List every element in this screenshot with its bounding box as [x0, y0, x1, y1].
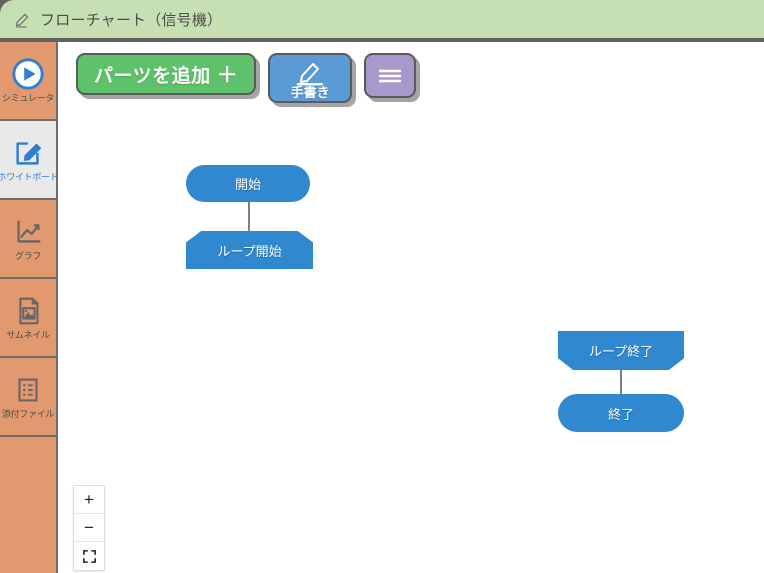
zoom-in-button[interactable]: +: [74, 486, 104, 514]
flow-node-end[interactable]: 終了: [558, 394, 684, 432]
whiteboard-canvas[interactable]: パーツを追加 ＋ 手書き: [60, 42, 764, 573]
flow-node-label: ループ開始: [217, 243, 282, 259]
play-circle-icon: [11, 57, 45, 91]
canvas-toolbar: パーツを追加 ＋ 手書き: [76, 53, 417, 103]
pencil-icon: [295, 58, 325, 86]
sidebar-item-attachments[interactable]: 添付ファイル: [0, 358, 56, 437]
edge-start-to-loopstart: [248, 202, 250, 231]
line-chart-icon: [11, 215, 45, 249]
sidebar-item-thumbnail[interactable]: サムネイル: [0, 279, 56, 358]
handwrite-label: 手書き: [290, 84, 330, 100]
sidebar-item-label: 添付ファイル: [1, 409, 55, 419]
sidebar-item-label: シミュレータ: [1, 93, 55, 103]
window-corner: [0, 0, 14, 14]
hamburger-icon: [378, 68, 402, 84]
sidebar-item-graph[interactable]: グラフ: [0, 200, 56, 279]
sidebar-item-label: サムネイル: [6, 330, 50, 340]
add-parts-label: パーツを追加: [94, 65, 211, 87]
flow-node-start[interactable]: 開始: [186, 165, 310, 202]
zoom-controls: + −: [73, 485, 105, 571]
sidebar-item-simulator[interactable]: シミュレータ: [0, 42, 56, 121]
pencil-icon: [14, 10, 32, 28]
zoom-out-button[interactable]: −: [74, 514, 104, 542]
flow-node-label: 終了: [607, 406, 634, 422]
sidebar-item-label: ホワイトボード: [0, 172, 59, 182]
fit-screen-button[interactable]: [74, 542, 104, 570]
flow-node-loop-end[interactable]: ループ終了: [558, 331, 684, 370]
list-document-icon: [11, 373, 45, 407]
app-header: フローチャート（信号機）: [0, 0, 764, 38]
flow-node-label: ループ終了: [588, 344, 654, 359]
sidebar-item-label: グラフ: [14, 251, 42, 261]
edit-square-icon: [11, 136, 45, 170]
sidebar: シミュレータ ホワイトボード グラフ: [0, 42, 59, 573]
menu-button[interactable]: [364, 53, 417, 98]
header-divider: [0, 38, 764, 42]
flow-node-label: 開始: [234, 177, 261, 192]
flow-node-loop-start[interactable]: ループ開始: [186, 231, 313, 269]
plus-icon: ＋: [216, 64, 239, 87]
handwrite-button[interactable]: 手書き: [268, 53, 353, 103]
fit-screen-icon: [82, 549, 97, 564]
edge-loopend-to-end: [620, 370, 622, 394]
page-title: フローチャート（信号機）: [40, 11, 223, 29]
image-file-icon: [11, 294, 45, 328]
sidebar-item-whiteboard[interactable]: ホワイトボード: [0, 121, 59, 200]
sidebar-filler: [0, 437, 56, 572]
add-parts-button[interactable]: パーツを追加 ＋: [76, 53, 257, 95]
